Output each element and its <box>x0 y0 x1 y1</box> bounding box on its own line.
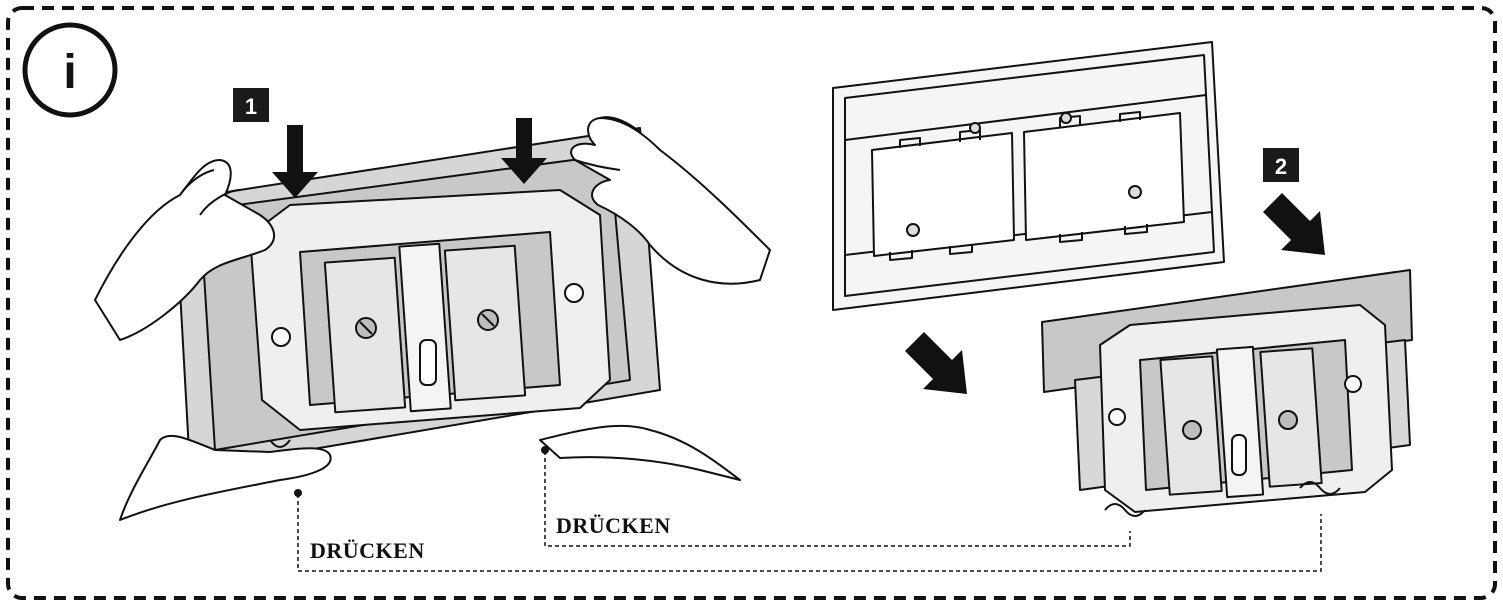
right-slot <box>1231 434 1247 476</box>
left-assembly <box>174 127 661 471</box>
leader-right <box>544 451 1131 547</box>
right-middle-bar <box>1215 345 1265 499</box>
right-screw-a <box>1182 420 1202 440</box>
leader-left <box>297 494 1322 572</box>
cover-window-right <box>1023 112 1185 241</box>
left-hole-1 <box>271 327 291 347</box>
left-upper-hand <box>94 159 275 341</box>
step-badge-2: 2 <box>1263 148 1299 182</box>
step-number-2: 2 <box>1275 154 1287 179</box>
leader-dot-right <box>541 446 549 454</box>
cover-frame-panel <box>832 41 1225 311</box>
right-hole-1 <box>1108 408 1126 426</box>
dashed-border <box>6 6 1497 600</box>
step-badge-1: 1 <box>233 88 269 122</box>
leader-lines <box>297 451 1322 572</box>
cover-post-1 <box>906 223 920 237</box>
cover-post-3 <box>969 122 981 134</box>
right-hole-2 <box>1344 375 1362 393</box>
press-label-left: DRÜCKEN <box>310 538 425 563</box>
right-assembly <box>1041 269 1413 517</box>
cover-post-4 <box>1060 112 1072 124</box>
press-arrows-step-2 <box>905 193 1325 394</box>
right-upper-hand <box>570 117 771 285</box>
right-lower-hand <box>539 424 741 481</box>
press-arrow-right <box>501 118 547 184</box>
press-label-right: DRÜCKEN <box>556 513 671 538</box>
cover-frame-inner-border <box>844 54 1215 297</box>
cover-window-left <box>871 132 1015 257</box>
left-lower-hand <box>119 434 332 521</box>
press-arrows-step-1 <box>272 118 547 198</box>
left-slot <box>419 339 437 386</box>
right-bottom-clips <box>1104 481 1341 517</box>
cover-post-2 <box>1128 185 1142 199</box>
hands-illustration <box>94 116 771 521</box>
insert-arrow-left <box>905 332 967 394</box>
step-number-1: 1 <box>245 94 257 119</box>
info-icon: i <box>22 22 118 118</box>
left-middle-bar <box>398 242 452 413</box>
right-screw-b <box>1278 410 1298 430</box>
info-glyph: i <box>63 46 76 99</box>
leader-dot-left <box>294 489 302 497</box>
cover-bottom-lugs <box>889 224 1148 261</box>
left-hole-2 <box>564 283 584 303</box>
insert-arrow-top <box>1263 193 1325 255</box>
press-arrow-left <box>272 125 318 198</box>
